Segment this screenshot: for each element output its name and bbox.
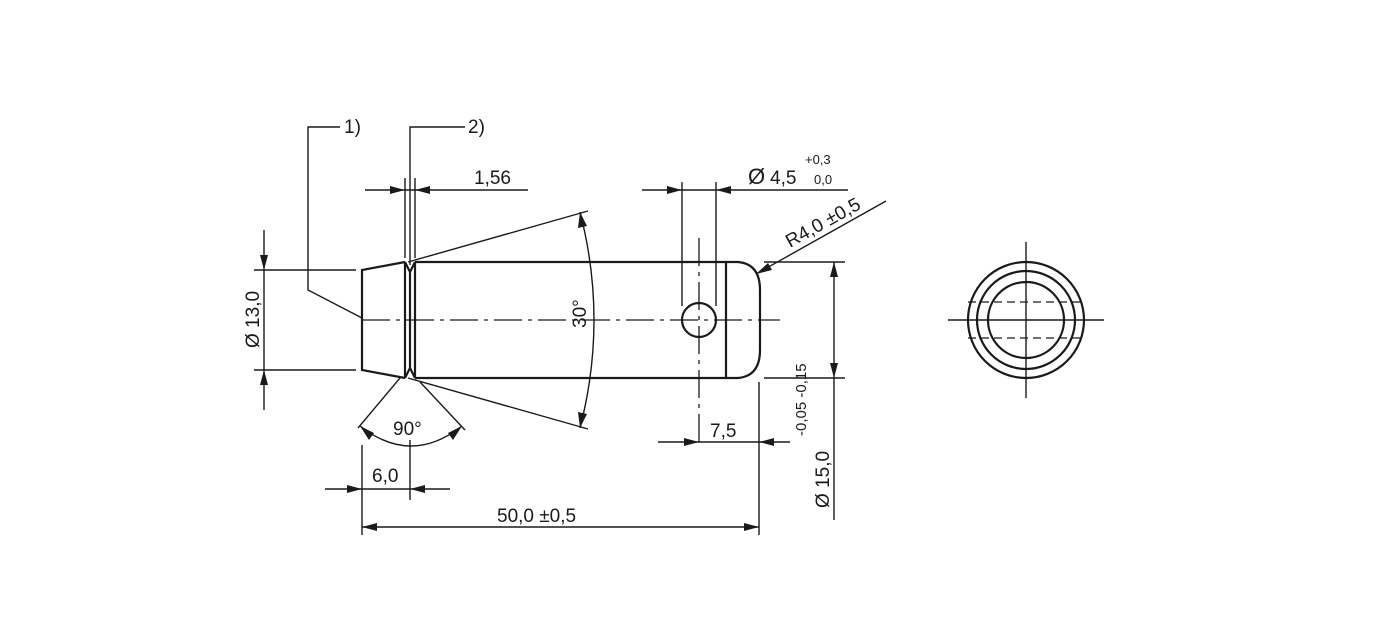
hole-dia-label: 4,5: [770, 168, 796, 189]
dim-total-length: 50,0 ±0,5: [362, 382, 760, 535]
hole-dia-symbol: Ø: [748, 164, 765, 189]
dim-tip-angle: 90°: [357, 377, 466, 447]
tip-length-label: 6,0: [372, 466, 398, 487]
radius-label: R4,0 ±0,5: [782, 194, 864, 252]
pin-end-view: [948, 242, 1104, 398]
callout-2-label: 2): [468, 117, 485, 138]
chamfer-angle-label: 30°: [570, 299, 591, 328]
tip-dia-label: Ø 13,0: [243, 291, 264, 348]
dim-tip-diameter: Ø 13,0: [243, 230, 356, 410]
groove-width-label: 1,56: [474, 168, 511, 189]
tip-angle-label: 90°: [393, 419, 422, 440]
dim-hole-diameter: Ø 4,5 +0,3 0,0: [642, 152, 848, 306]
dim-groove-width: 1,56: [365, 168, 528, 258]
callout-2: 2): [409, 117, 485, 265]
dim-chamfer-angle: 30°: [407, 210, 595, 430]
hole-tol-upper: +0,3: [805, 152, 831, 167]
dim-tip-length: 6,0: [325, 440, 450, 535]
callout-1-label: 1): [344, 117, 361, 138]
pin-side-view: [360, 238, 780, 448]
dim-hole-position: 7,5: [658, 421, 790, 446]
callout-1: 1): [307, 117, 363, 319]
total-length-label: 50,0 ±0,5: [497, 506, 576, 527]
dim-body-diameter: Ø 15,0 -0,05 -0,15: [764, 261, 845, 520]
hole-position-label: 7,5: [710, 421, 736, 442]
body-dia-label: Ø 15,0: [813, 451, 834, 508]
body-tol-label: -0,05 -0,15: [793, 363, 810, 436]
hole-tol-lower: 0,0: [814, 172, 832, 187]
